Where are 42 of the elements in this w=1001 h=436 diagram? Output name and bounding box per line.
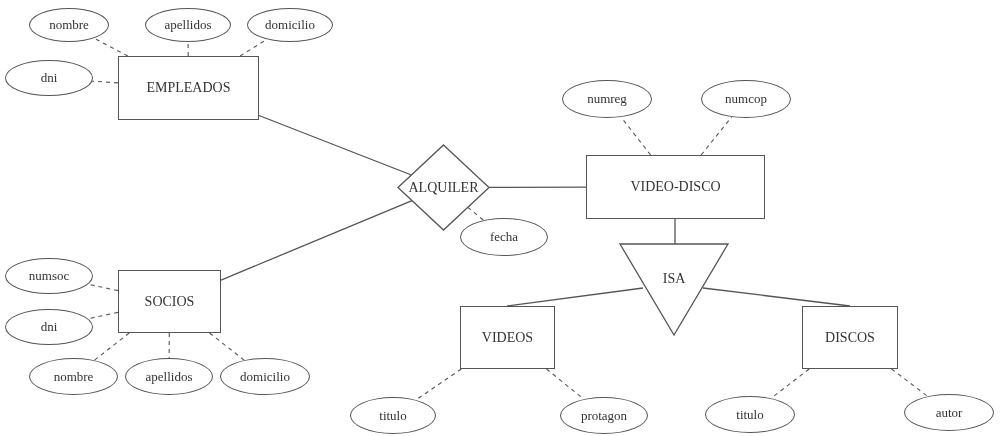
attribute-name: domicilio <box>240 368 290 385</box>
entity-box <box>460 306 555 369</box>
attribute-name: apellidos <box>164 17 212 33</box>
attribute-name: domicilio <box>265 17 315 33</box>
attribute-link <box>209 332 245 361</box>
attribute-link <box>93 37 129 57</box>
entity-name: SOCIOS <box>144 293 195 310</box>
entity-box <box>118 270 221 333</box>
connector-line <box>488 186 587 189</box>
entity-box <box>586 155 765 219</box>
connector-line <box>258 114 413 176</box>
attribute-name: fecha <box>489 229 519 245</box>
isa-label: ISA <box>662 270 686 287</box>
attribute-name: titulo <box>736 406 764 423</box>
connector-line <box>220 199 413 281</box>
entity-name: DISCOS <box>825 329 875 346</box>
attribute-link <box>187 41 189 57</box>
connector-line <box>674 218 676 245</box>
attribute-link <box>467 206 485 221</box>
entity-name: VIDEO-DISCO <box>630 179 721 195</box>
attribute-name: numcop <box>725 91 767 107</box>
attribute-name: numsoc <box>28 268 70 284</box>
connector-line <box>702 287 851 307</box>
attribute-name: autor <box>935 404 963 421</box>
entity-name: VIDEOS <box>481 329 534 346</box>
entity-box <box>802 306 898 369</box>
entity-name: EMPLEADOS <box>146 80 231 96</box>
attribute-name: nombre <box>53 368 94 385</box>
attribute-name: protagon <box>580 407 628 424</box>
attribute-ellipse <box>5 258 93 294</box>
attribute-ellipse <box>5 309 93 345</box>
attribute-name: titulo <box>379 407 407 424</box>
relationship-diamond <box>398 145 489 230</box>
attribute-name: dni <box>40 319 58 335</box>
relationship-name: ALQUILER <box>408 179 479 196</box>
attribute-name: nombre <box>49 17 89 33</box>
attribute-name: dni <box>40 70 58 86</box>
attribute-name: apellidos <box>145 368 193 385</box>
attribute-name: numreg <box>587 91 627 107</box>
attribute-link <box>93 332 130 361</box>
isa-triangle <box>620 244 728 335</box>
entity-box <box>118 56 259 120</box>
